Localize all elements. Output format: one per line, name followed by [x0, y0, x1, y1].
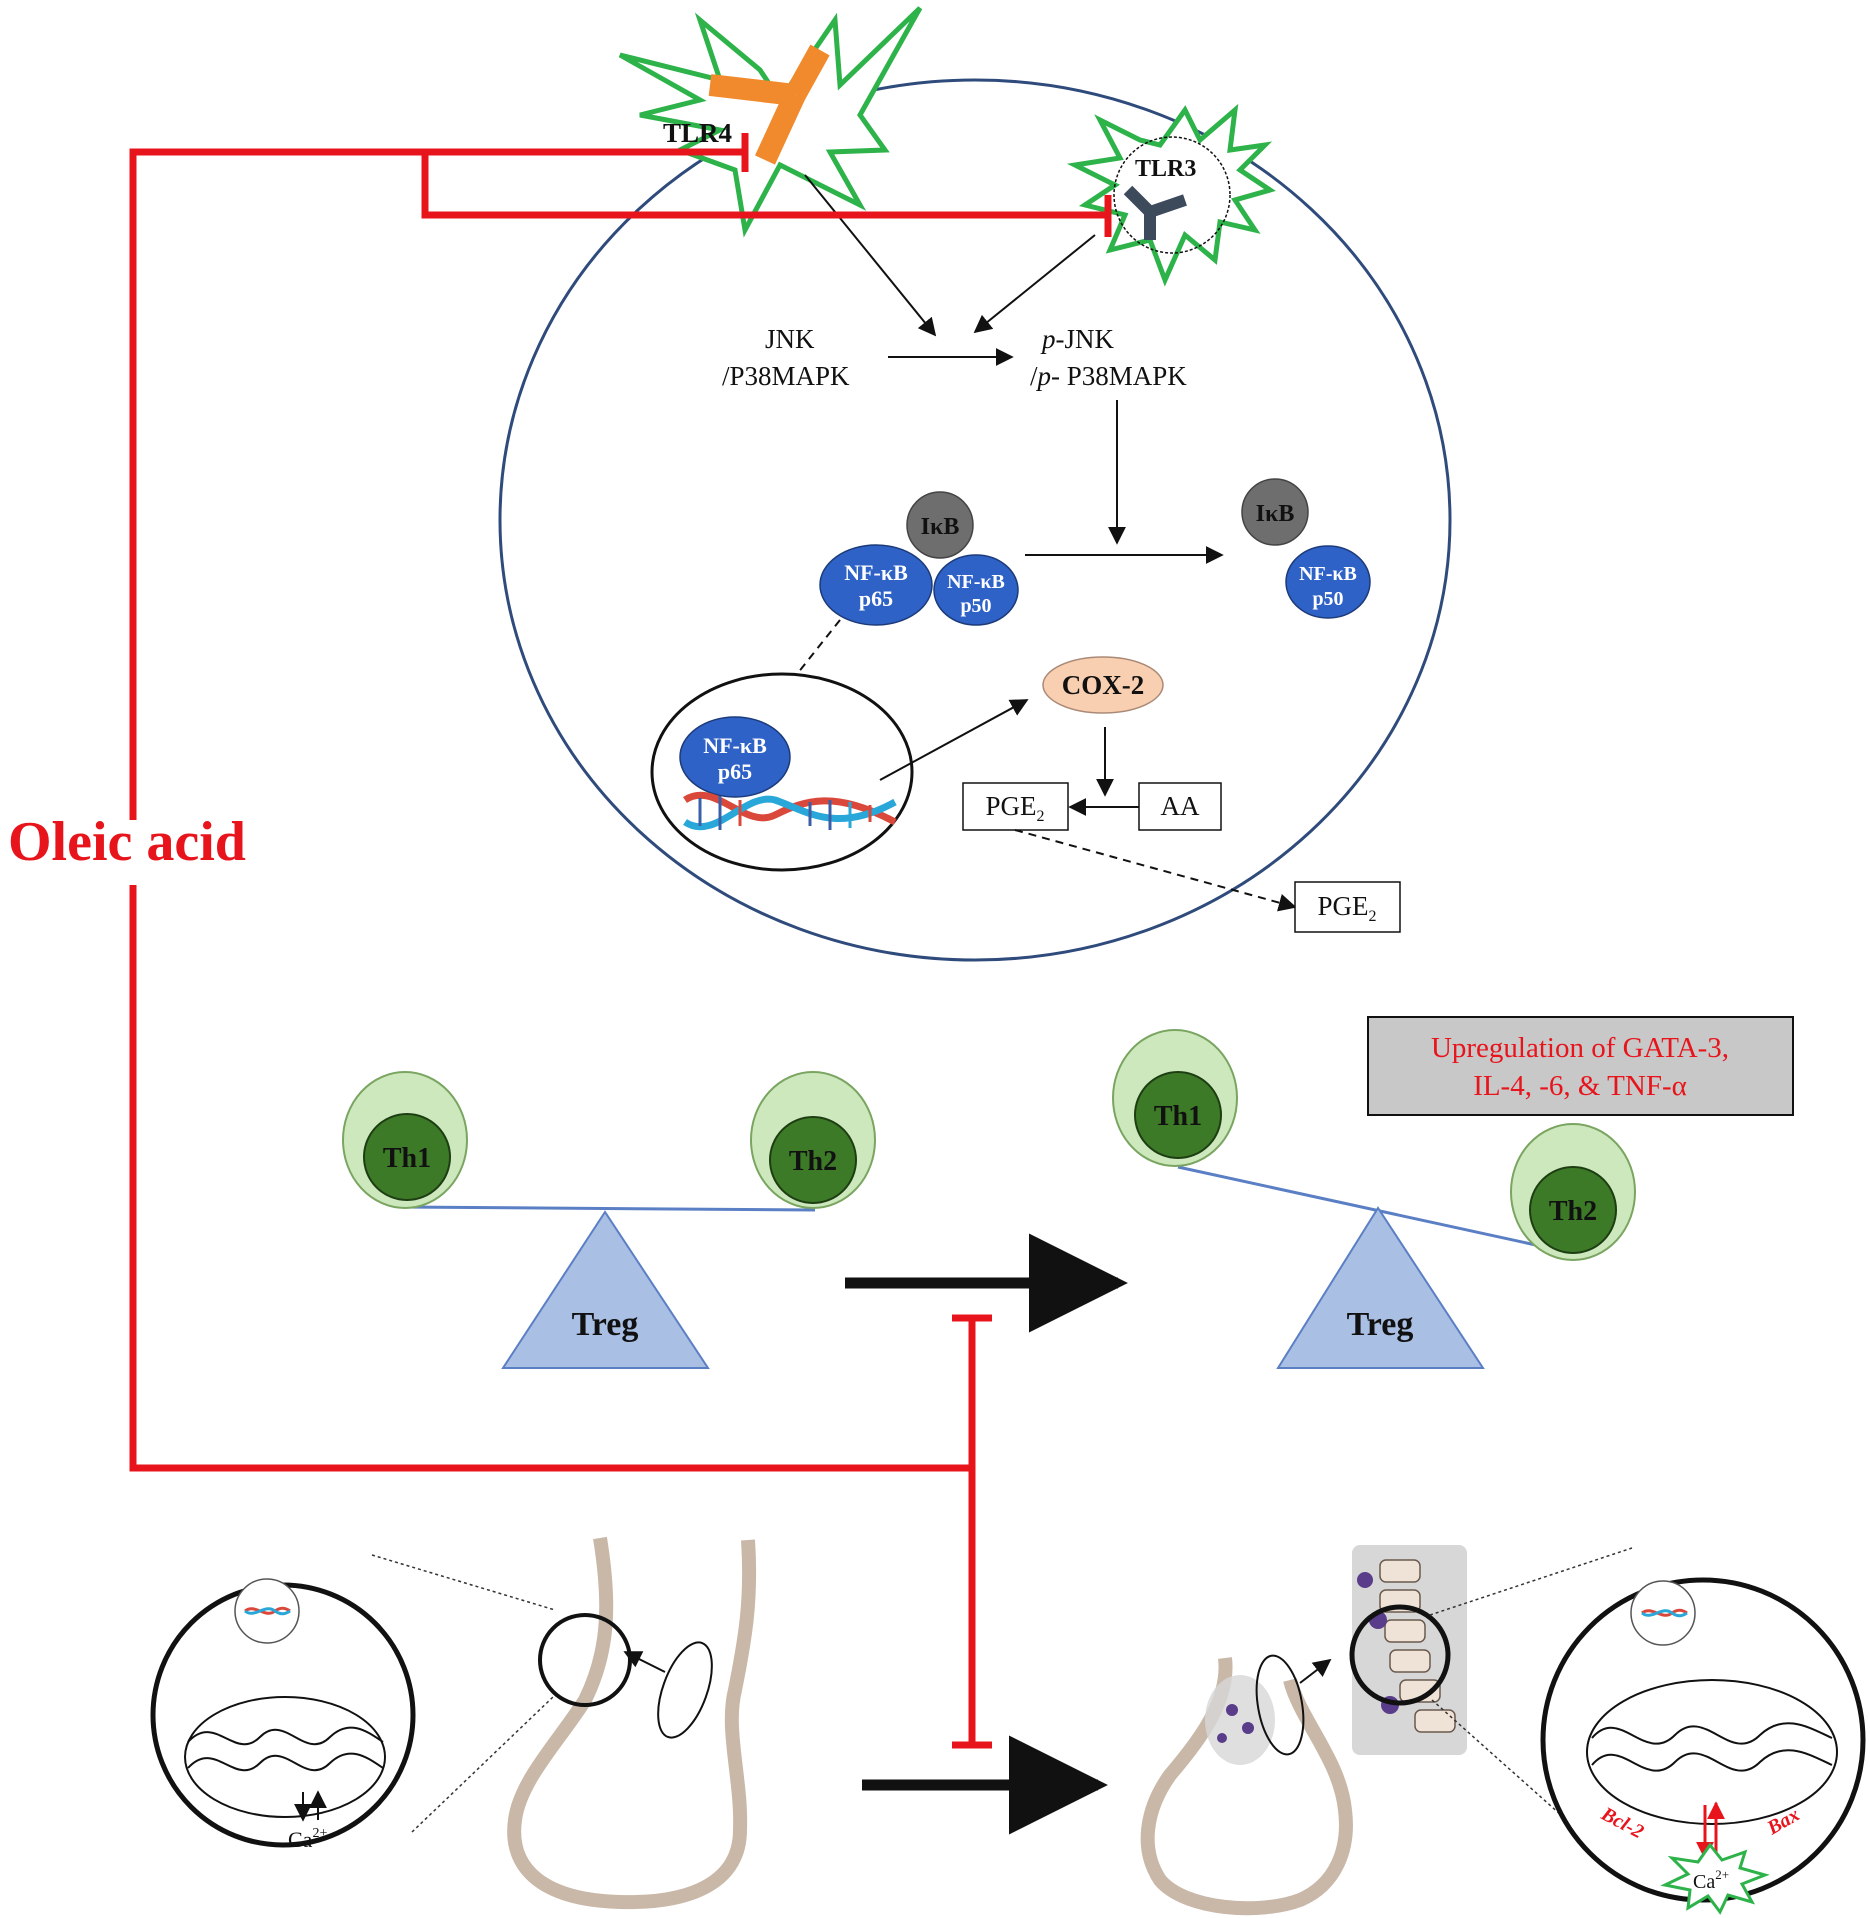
oleic-acid-label: Oleic acid — [8, 811, 246, 873]
nfkb-p65-nuclear-p65: p65 — [718, 759, 752, 784]
nfkb-p50-bound-nfkb: NF-κB — [947, 571, 1005, 593]
oleic-acid-inhibition-lines — [129, 133, 1112, 1749]
pge2-intracellular-box — [962, 782, 1069, 831]
tlr4-label: TLR4 — [663, 118, 732, 148]
dna-helix — [683, 791, 897, 831]
zoom-circle-small-injured — [1349, 1604, 1451, 1706]
airway-epithelium-normal — [507, 1536, 757, 1910]
nfkb-p65-bound-p65: p65 — [859, 586, 893, 611]
calcium-burst-injured — [1660, 1842, 1770, 1915]
nfkb-p65-bound — [819, 544, 933, 626]
nfkb-ikb-complex: IκB NF-κB p65 NF-κB p50 — [819, 491, 1019, 626]
ikb-free — [1241, 478, 1309, 546]
treg-label-left: Treg — [572, 1306, 639, 1343]
balance-right: Treg Th1 Th2 — [1112, 1029, 1636, 1369]
released-ikb-nfkb: IκB NF-κB p50 — [1241, 478, 1371, 619]
inflammation-injured-left — [1205, 1675, 1275, 1765]
cox2-node — [1042, 656, 1164, 714]
nfkb-p50-free-p50: p50 — [1312, 588, 1343, 610]
balance-beam-left — [399, 1205, 816, 1212]
nfkb-p50-bound — [933, 554, 1019, 626]
cox2-label: COX-2 — [1062, 670, 1145, 700]
pp38mapk-label: /p- P38MAPK — [1030, 361, 1187, 391]
th2-label-left: Th2 — [789, 1146, 837, 1177]
nfkb-p65-bound-nfkb: NF-κB — [844, 560, 908, 585]
jnk-label: JNK — [765, 324, 815, 354]
ikb-bound-label: IκB — [921, 514, 960, 540]
balance-left: Treg Th1 Th2 — [342, 1071, 876, 1369]
nfkb-p65-nuclear-nfkb: NF-κB — [703, 733, 767, 758]
mitochondrion-injured — [1586, 1679, 1838, 1825]
balance-beam-right — [1177, 1165, 1546, 1249]
treg-fulcrum-left — [501, 1210, 710, 1369]
dna-nucleus-injured — [1630, 1580, 1696, 1646]
zoom-ellipse-injured — [1255, 1654, 1305, 1756]
transcription-to-cox2-arrow — [879, 699, 1029, 781]
th2-cell-nucleus-left — [769, 1116, 857, 1204]
cell-membrane — [498, 78, 1452, 962]
ikb-free-label: IκB — [1256, 501, 1295, 527]
pge2-secretion-arrow — [1014, 829, 1297, 912]
aa-box — [1138, 782, 1222, 831]
p38mapk-label: /P38MAPK — [722, 361, 850, 391]
th2-cell-nucleus-right — [1529, 1166, 1617, 1254]
tlr3-to-pjnk-arrow — [973, 234, 1096, 334]
upregulation-line1: Upregulation of GATA-3, — [1431, 1032, 1729, 1064]
th1-cell-nucleus-left — [363, 1113, 451, 1201]
dna-nucleus-normal — [234, 1578, 300, 1644]
upregulation-line2: IL-4, -6, & TNF-α — [1473, 1070, 1687, 1102]
airway-epithelium-injured — [1140, 1657, 1353, 1916]
tlr4-star-burst — [618, 6, 923, 238]
th2-label-right: Th2 — [1549, 1196, 1597, 1227]
nfkb-p65-nuclear — [679, 716, 791, 798]
calcium-label-injured: Ca2+ — [1693, 1867, 1729, 1893]
zoom-ellipse-normal — [657, 1641, 713, 1739]
th1-label-left: Th1 — [383, 1143, 431, 1174]
calcium-label-normal: Ca2+ — [288, 1826, 327, 1852]
tlr3-label: TLR3 — [1135, 156, 1196, 182]
treg-label-right: Treg — [1347, 1306, 1414, 1343]
tlr4-to-pjnk-arrow — [804, 174, 937, 337]
upregulation-box — [1367, 1016, 1794, 1116]
pge2-extracellular-box — [1294, 881, 1401, 933]
airway-injured: Bcl-2 Bax Ca2+ — [1140, 1545, 1866, 1916]
pge2-intracellular-label: PGE2 — [985, 791, 1044, 825]
aa-label: AA — [1161, 791, 1200, 821]
nfkb-p50-free-nfkb: NF-κB — [1299, 563, 1357, 585]
pjnk-label: p-JNK — [1040, 324, 1114, 354]
tlr3-star-burst — [1066, 103, 1276, 287]
ikb-bound — [906, 491, 974, 559]
th1-cell-nucleus-right — [1134, 1071, 1222, 1159]
nfkb-p50-free — [1285, 545, 1371, 619]
tlr3-receptor: TLR3 — [1066, 103, 1276, 287]
th1-label-right: Th1 — [1154, 1101, 1202, 1132]
pge2-extracellular-label: PGE2 — [1317, 891, 1376, 925]
nfkb-p50-bound-p50: p50 — [960, 595, 991, 617]
treg-fulcrum-right — [1276, 1206, 1485, 1369]
tlr3-endosome — [1113, 136, 1231, 254]
tlr4-receptor: TLR4 — [618, 6, 923, 238]
airway-normal: Ca2+ — [150, 1536, 757, 1910]
